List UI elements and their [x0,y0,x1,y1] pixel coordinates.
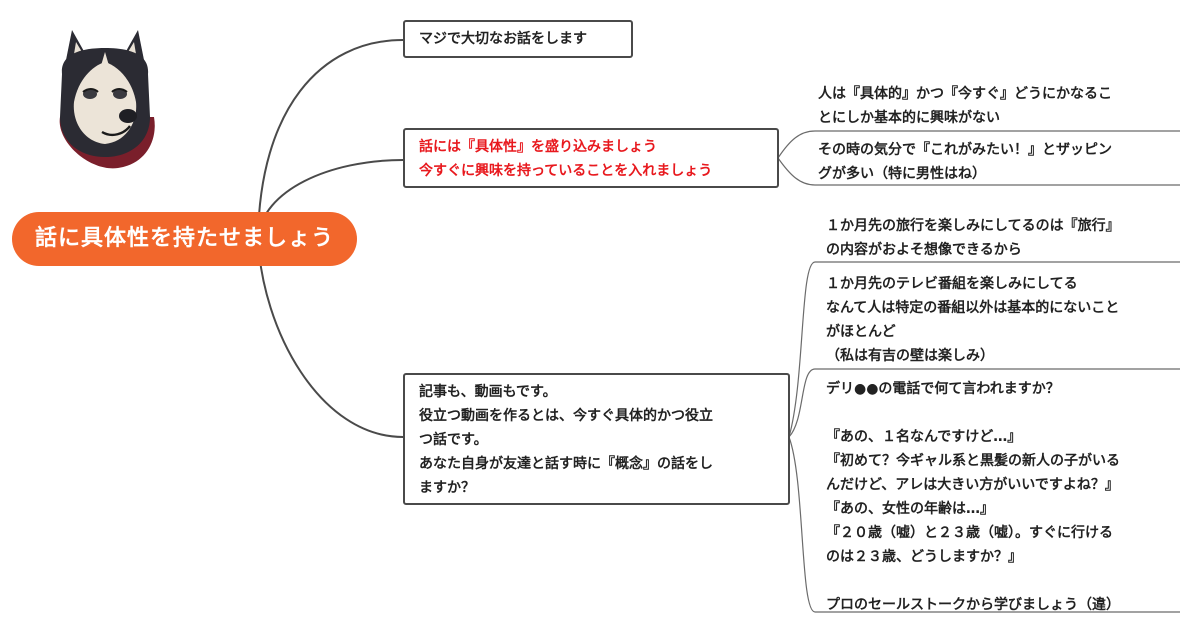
subtopic-line: 『あの、女性の年齢は…』 [826,501,994,517]
topic-concreteness[interactable]: 話には『具体性』を盛り込みましょう 今すぐに興味を持っていることを入れましょう [403,128,779,188]
topic-line: 今すぐに興味を持っていることを入れましょう [419,163,713,179]
subtopic-line: グが多い（特に男性はね） [818,166,986,182]
sub-connector-2-1 [777,130,1180,159]
topic-line: あなた自身が友達と話す時に『概念』の話をし [419,456,713,472]
subtopic-line: １か月先の旅行を楽しみにしてるのは『旅行』 [826,218,1120,234]
subtopic-line: （私は有吉の壁は楽しみ） [826,348,994,364]
subtopic-line [826,401,1120,425]
branch-connector-1 [257,39,404,239]
sub-connector-2-2 [777,157,1180,186]
sub-connector-3-2 [788,368,1180,438]
husky-dog-icon [59,30,155,169]
topic-line: マジで大切なお話をします [419,31,587,47]
subtopic-sales-talk[interactable]: デリ●●の電話で何て言われますか？ 『あの、１名なんですけど…』 『初めて？今ギ… [826,377,1120,617]
subtopic-travel[interactable]: １か月先の旅行を楽しみにしてるのは『旅行』 の内容がおよそ想像できるから [826,214,1120,262]
subtopic-line: プロのセールストークから学びましょう（違） [826,597,1120,613]
subtopic-line: デリ●●の電話で何て言われますか？ [826,381,1060,397]
topic-line: 役立つ動画を作るとは、今すぐ具体的かつ役立 [419,408,713,424]
root-topic[interactable]: 話に具体性を持たせましょう [12,212,357,266]
subtopic-line: １か月先のテレビ番組を楽しみにしてる [826,276,1078,292]
subtopic-zapping[interactable]: その時の気分で『これがみたい！』とザッピン グが多い（特に男性はね） [818,138,1112,186]
sub-connector-3-3 [788,436,1180,613]
branch-connector-3 [257,237,404,438]
subtopic-interest-now[interactable]: 人は『具体的』かつ『今すぐ』どうにかなるこ とにしか基本的に興味がない [818,82,1112,130]
subtopic-line [826,569,1120,593]
topic-line: 記事も、動画もです。 [419,384,557,400]
subtopic-line: の内容がおよそ想像できるから [826,242,1022,258]
subtopic-line: のは２３歳、どうしますか？』 [826,549,1022,565]
sub-connector-3-1 [788,261,1180,438]
subtopic-line: 人は『具体的』かつ『今すぐ』どうにかなるこ [818,86,1112,102]
subtopic-line: がほとんど [826,324,896,340]
subtopic-line: とにしか基本的に興味がない [818,110,1000,126]
topic-line: ますか？ [419,480,475,496]
subtopic-line: んだけど、アレは大きい方がいいですよね？』 [826,477,1119,493]
subtopic-line: その時の気分で『これがみたい！』とザッピン [818,142,1112,158]
subtopic-line: 『あの、１名なんですけど…』 [826,429,1022,445]
topic-line: 話には『具体性』を盛り込みましょう [419,139,657,155]
subtopic-tv-program[interactable]: １か月先のテレビ番組を楽しみにしてる なんて人は特定の番組以外は基本的にないこと… [826,272,1119,368]
subtopic-line: なんて人は特定の番組以外は基本的にないこと [826,300,1120,316]
topic-articles-videos[interactable]: 記事も、動画もです。 役立つ動画を作るとは、今すぐ具体的かつ役立 つ話です。 あ… [403,373,790,505]
topic-important-talk[interactable]: マジで大切なお話をします [403,20,633,58]
subtopic-line: 『２０歳（嘘）と２３歳（嘘）。すぐに行ける [826,525,1113,541]
subtopic-line: 『初めて？今ギャル系と黒髪の新人の子がいる [826,453,1120,469]
topic-line: つ話です。 [419,432,488,448]
